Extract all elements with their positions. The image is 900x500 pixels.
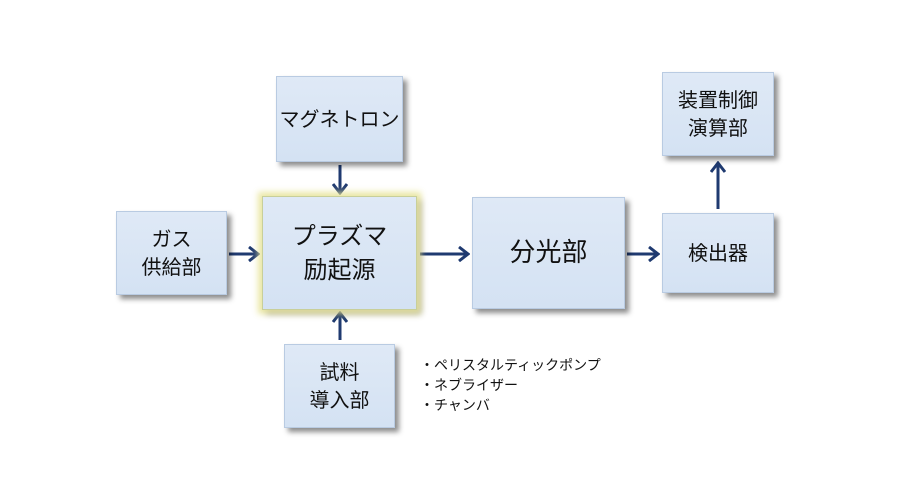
control-label-line1: 装置制御 — [678, 88, 758, 112]
list-item: ・ネブライザー — [420, 378, 518, 394]
control-label-line2: 演算部 — [688, 116, 748, 140]
detector-box: 検出器 — [662, 213, 774, 293]
magnetron-label: マグネトロン — [279, 107, 400, 131]
gas-supply-label-line2: 供給部 — [141, 255, 202, 279]
control-box: 装置制御 演算部 — [662, 72, 774, 156]
spectrometer-box: 分光部 — [472, 197, 625, 309]
gas-supply-box: ガス 供給部 — [116, 211, 227, 295]
sample-intro-label-line1: 試料 — [319, 360, 360, 384]
list-item: ・チャンバ — [420, 398, 490, 414]
sample-intro-label-line2: 導入部 — [309, 388, 370, 412]
sample-intro-box: 試料 導入部 — [284, 344, 395, 428]
plasma-source-label-line1: プラズマ — [291, 222, 388, 250]
sample-intro-types-list: ・ペリスタルティックポンプ ・ネブライザー ・チャンバ — [420, 356, 601, 416]
plasma-source-label-line2: 励起源 — [303, 256, 376, 284]
list-item: ・ペリスタルティックポンプ — [420, 358, 601, 374]
spectrometer-label: 分光部 — [509, 238, 588, 268]
gas-supply-label-line1: ガス — [151, 227, 192, 251]
plasma-source-box: プラズマ 励起源 — [262, 196, 417, 310]
detector-label: 検出器 — [688, 241, 748, 265]
magnetron-box: マグネトロン — [276, 76, 403, 162]
